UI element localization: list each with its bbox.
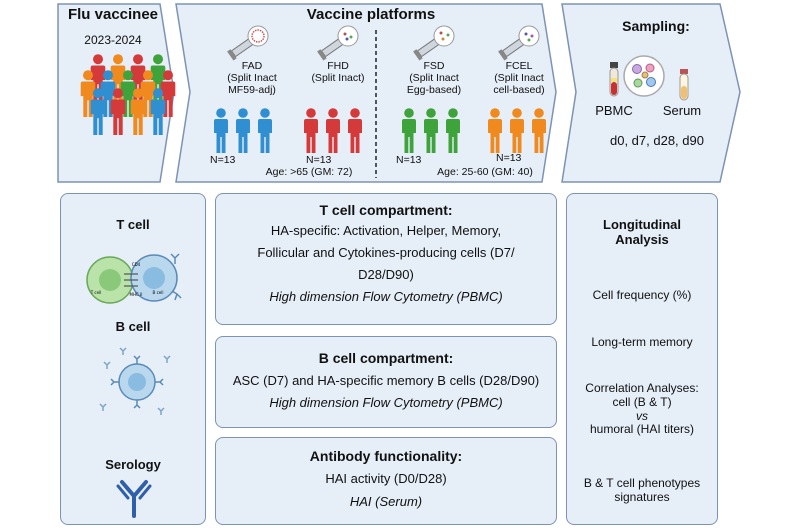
person-icon: [214, 108, 228, 153]
person-icon: [424, 108, 438, 153]
pbmc-cells-icon: [623, 55, 665, 97]
hai-method: HAI (Serum): [349, 494, 423, 509]
pbmc-label: PBMC: [595, 103, 633, 118]
syringe-fsd-icon: [413, 25, 455, 61]
vaccinee-person-icon: [150, 88, 166, 135]
syringe-fhd-icon: [317, 25, 359, 61]
serum-tube-icon: [679, 69, 689, 101]
syringe-fad-icon: [227, 25, 269, 61]
season-label: 2023-2024: [84, 33, 142, 47]
syringe-fcel-icon: [498, 25, 540, 61]
age-younger: Age: 25-60 (GM: 40): [437, 166, 533, 178]
fad-label: FAD (Split Inact MF59-adj): [227, 60, 277, 97]
person-icon: [488, 108, 502, 153]
fsd-n: N=13: [396, 154, 422, 166]
person-icon: [236, 108, 250, 153]
mhc-label: MHC II: [130, 292, 143, 297]
t-cell-method: High dimension Flow Cytometry (PBMC): [269, 289, 503, 304]
person-icon: [510, 108, 524, 153]
age-older: Age: >65 (GM: 72): [265, 166, 353, 178]
b-cell-label: B cell: [115, 319, 151, 334]
antibody-functionality-title: Antibody functionality:: [309, 448, 463, 464]
phenotype-signatures: B & T cell phenotypes signatures: [583, 476, 701, 504]
b-cell-antibodies-icon: [99, 347, 171, 415]
person-icon: [446, 108, 460, 153]
t-cell-line-3: D28/D90): [358, 267, 414, 282]
left-panel: [60, 193, 206, 525]
fhd-people-icon: [304, 108, 362, 153]
t-cell-compartment-box: [215, 193, 557, 325]
flu-vaccinee-title: Flu vaccinee: [67, 6, 159, 23]
fcel-n: N=13: [496, 152, 522, 164]
vaccinee-crowd-icon: [80, 54, 176, 135]
person-icon: [258, 108, 272, 153]
hai-activity: HAI activity (D0/D28): [325, 471, 447, 486]
t-cell-line-1: HA-specific: Activation, Helper, Memory,: [270, 223, 502, 238]
vaccine-platforms-title: Vaccine platforms: [306, 6, 436, 23]
b-cell-compartment-title: B cell compartment:: [318, 350, 454, 366]
sampling-days: d0, d7, d28, d90: [610, 133, 704, 148]
longitudinal-analysis-box: [566, 193, 718, 525]
fhd-label: FHD (Split Inact): [311, 60, 365, 85]
person-icon: [326, 108, 340, 153]
fad-people-icon: [214, 108, 272, 153]
tcell-diagram-label: T cell: [90, 290, 102, 295]
cd4-label: CD4: [132, 262, 141, 267]
vaccinee-person-icon: [90, 88, 106, 135]
t-cell-b-cell-interaction-icon: CD4 MHC II T cell B cell: [86, 253, 182, 304]
b-cell-line: ASC (D7) and HA-specific memory B cells …: [232, 373, 540, 388]
fsd-people-icon: [402, 108, 460, 153]
cell-frequency: Cell frequency (%): [592, 288, 692, 302]
long-term-memory: Long-term memory: [591, 335, 693, 349]
vaccinee-person-icon: [130, 88, 146, 135]
b-cell-compartment-box: [215, 336, 557, 428]
fhd-n: N=13: [306, 154, 332, 166]
correlation-analyses: Correlation Analyses: cell (B & T) vs hu…: [585, 381, 699, 437]
t-cell-label: T cell: [116, 217, 150, 232]
vaccine-platforms-panel: [175, 3, 557, 183]
person-icon: [348, 108, 362, 153]
antibody-icon: [116, 480, 152, 518]
fsd-label: FSD (Split Inact Egg-based): [406, 60, 462, 97]
serology-label: Serology: [105, 457, 161, 472]
longitudinal-analysis-title: Longitudinal Analysis: [603, 217, 681, 247]
fad-n: N=13: [210, 154, 236, 166]
fcel-people-icon: [488, 108, 546, 153]
person-icon: [402, 108, 416, 153]
bcell-diagram-label: B cell: [153, 290, 164, 295]
b-cell-method: High dimension Flow Cytometry (PBMC): [269, 395, 503, 410]
person-icon: [304, 108, 318, 153]
t-cell-compartment-title: T cell compartment:: [319, 202, 453, 218]
person-icon: [532, 108, 546, 153]
sampling-title: Sampling:: [622, 18, 690, 34]
vaccinee-person-icon: [110, 88, 126, 135]
antibody-functionality-box: [215, 437, 557, 525]
fcel-label: FCEL (Split Inact cell-based): [493, 60, 545, 97]
serum-label: Serum: [662, 103, 702, 118]
t-cell-line-2: Follicular and Cytokines-producing cells…: [257, 245, 515, 260]
pbmc-tube-icon: [609, 62, 619, 97]
